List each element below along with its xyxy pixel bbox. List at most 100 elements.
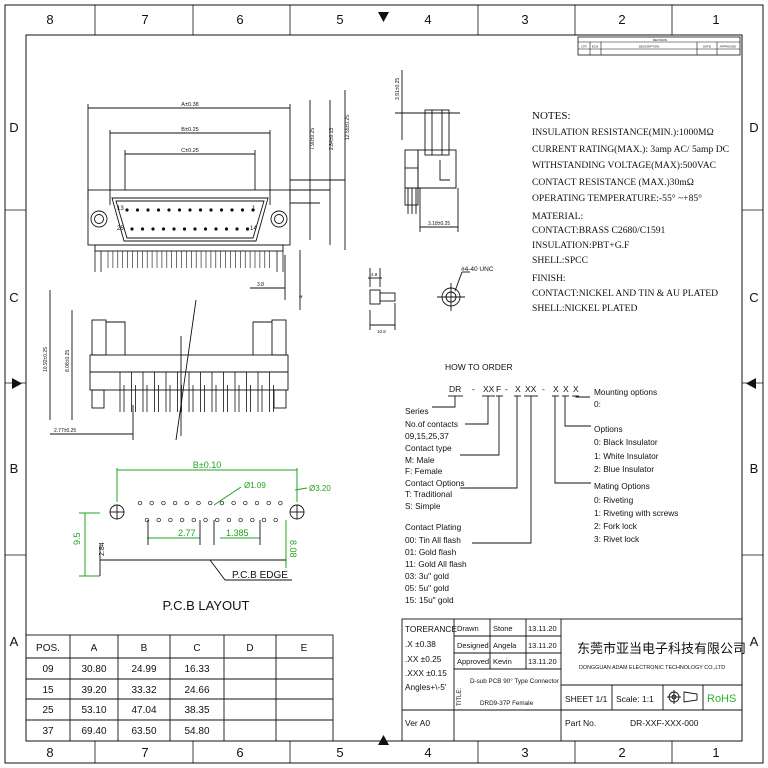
- contact-hole: [198, 208, 203, 212]
- insulator-0: 0: Black Insulator: [594, 437, 658, 447]
- contacts-label: No.of contacts: [405, 419, 458, 429]
- contact-hole: [230, 208, 234, 212]
- pcb-title: P.C.B LAYOUT: [163, 598, 250, 613]
- contact-hole: [224, 227, 229, 231]
- pcb-b-dim: B±0.10: [193, 460, 221, 470]
- zone-col-4: 4: [424, 12, 431, 27]
- pin-view: [49, 290, 289, 441]
- plating-05: 05: 5u" gold: [405, 583, 449, 593]
- contact-hole: [151, 227, 155, 231]
- zone-row-a-right: A: [750, 634, 759, 649]
- dim-4: 4: [299, 295, 305, 298]
- side-view: [395, 70, 460, 232]
- insulator-1: 1: White Insulator: [594, 451, 659, 461]
- dim-c: C±0.25: [181, 148, 199, 154]
- insulator-2: 2: Blue Insulator: [594, 464, 654, 474]
- table-header-cell: D: [246, 643, 253, 654]
- tolerance-label: TORERANCE: [405, 624, 457, 634]
- table-cell: 47.04: [131, 705, 156, 716]
- zone-row-b-right: B: [750, 461, 759, 476]
- type-m: M: Male: [405, 455, 435, 465]
- pcb-hole: [168, 517, 173, 523]
- pcb-hole2: Ø3.20: [309, 484, 331, 493]
- part-no-label: Part No.: [565, 718, 596, 728]
- pin-1-label: 1: [252, 206, 256, 212]
- zone-row-a: A: [10, 634, 19, 649]
- contact-hole: [251, 208, 255, 212]
- revision-col-approved: APPROVED: [720, 45, 738, 49]
- zone-row-c-right: C: [749, 290, 758, 305]
- pin-13-label: 13: [117, 206, 124, 212]
- zone-row-c: C: [9, 290, 18, 305]
- plating-03: 03: 3u" gold: [405, 571, 449, 581]
- table-header-cell: E: [301, 643, 308, 654]
- contact-hole: [140, 227, 145, 231]
- table-cell: 37: [42, 726, 54, 737]
- pcb-hole: [215, 517, 220, 523]
- zone-col-1: 1: [712, 12, 719, 27]
- dim-bottom: 2.77±0.25: [54, 428, 76, 434]
- pcb-hole: [243, 500, 248, 506]
- insulator-label: Options: [594, 424, 623, 434]
- company-cn: 东莞市亚当电子科技有限公司: [577, 641, 746, 656]
- contacts-values: 09,15,25,37: [405, 431, 449, 441]
- front-view: [87, 90, 346, 310]
- notes-title: NOTES:: [532, 110, 571, 122]
- pin-25-label: 25: [117, 226, 124, 232]
- code-x: X: [563, 384, 569, 394]
- zone-col-6-bottom: 6: [236, 745, 243, 760]
- zone-col-4-bottom: 4: [424, 745, 431, 760]
- dim-v1: 10.92±0.25: [43, 347, 49, 372]
- rohs-badge: RoHS: [707, 693, 736, 705]
- zone-col-3: 3: [521, 12, 528, 27]
- contact-hole: [130, 227, 134, 231]
- table-cell: 38.35: [184, 705, 209, 716]
- title-block: TORERANCE .X ±0.38 .XX ±0.25 .XXX ±0.15 …: [401, 618, 746, 742]
- plating-01: 01: Gold flash: [405, 547, 457, 557]
- center-arrows: [12, 12, 756, 745]
- dim-screw-b: 10.8: [377, 329, 386, 334]
- pcb-284: 2.84: [99, 542, 106, 556]
- contact-hole: [146, 208, 150, 212]
- dim-a: A±0.38: [181, 102, 198, 108]
- zone-row-d: D: [9, 120, 18, 135]
- table-cell: 54.80: [184, 726, 209, 737]
- notes: NOTES: INSULATION RESISTANCE(MIN.):1000M…: [532, 110, 729, 314]
- notes-line: CURRENT RATING(MAX.): 3amp AC/ 5amp DC: [532, 144, 729, 155]
- pcb-hole: [208, 500, 213, 506]
- title-line-2: DRD9-37P Female: [480, 700, 534, 707]
- table-header-cell: C: [193, 643, 200, 654]
- pcb-1385: 1.385: [226, 528, 249, 538]
- revision-col-date: DATE: [703, 45, 711, 49]
- pcb-hole: [196, 500, 201, 506]
- tolerance-3: .XXX ±0.15: [405, 668, 447, 678]
- code-xx: XX: [483, 384, 495, 394]
- pcb-hole: [191, 517, 196, 523]
- pcb-edge: P.C.B EDGE: [232, 570, 288, 581]
- mating-0: 0: Riveting: [594, 495, 634, 505]
- outer-frame: [4, 4, 764, 764]
- screw-spec: #4-40 UNC: [461, 266, 494, 273]
- pcb-hole: [179, 517, 185, 523]
- mounting-0: 0:: [594, 399, 601, 409]
- order-title: HOW TO ORDER: [445, 362, 513, 372]
- zone-col-8: 8: [46, 12, 53, 27]
- notes-line: INSULATION:PBT+G.F: [532, 240, 629, 251]
- table-cell: 39.20: [81, 685, 106, 696]
- plating-11: 11: Gold All flash: [405, 559, 467, 569]
- zone-labels: 8 7 6 5 4 3 2 1 8 7 6 5 4 3 2 1 D C B A …: [9, 12, 758, 760]
- drawn-label: Drawn: [457, 624, 479, 633]
- zone-col-7-bottom: 7: [141, 745, 148, 760]
- contact-hole: [182, 227, 187, 231]
- zone-row-d-right: D: [749, 120, 758, 135]
- designed-label: Designed: [457, 641, 489, 650]
- how-to-order: HOW TO ORDER DR - XX F - X XX - X X X: [405, 362, 678, 605]
- pcb-hole: [161, 500, 166, 506]
- drawn-name: Stone: [493, 624, 513, 633]
- notes-line: MATERIAL:: [532, 211, 583, 222]
- pcb-hole: [250, 517, 255, 523]
- pcb-hole: [261, 517, 267, 523]
- contact-hole: [156, 208, 161, 212]
- revision-col-description: DESCRIPTION: [639, 45, 660, 49]
- contact-hole: [177, 208, 182, 212]
